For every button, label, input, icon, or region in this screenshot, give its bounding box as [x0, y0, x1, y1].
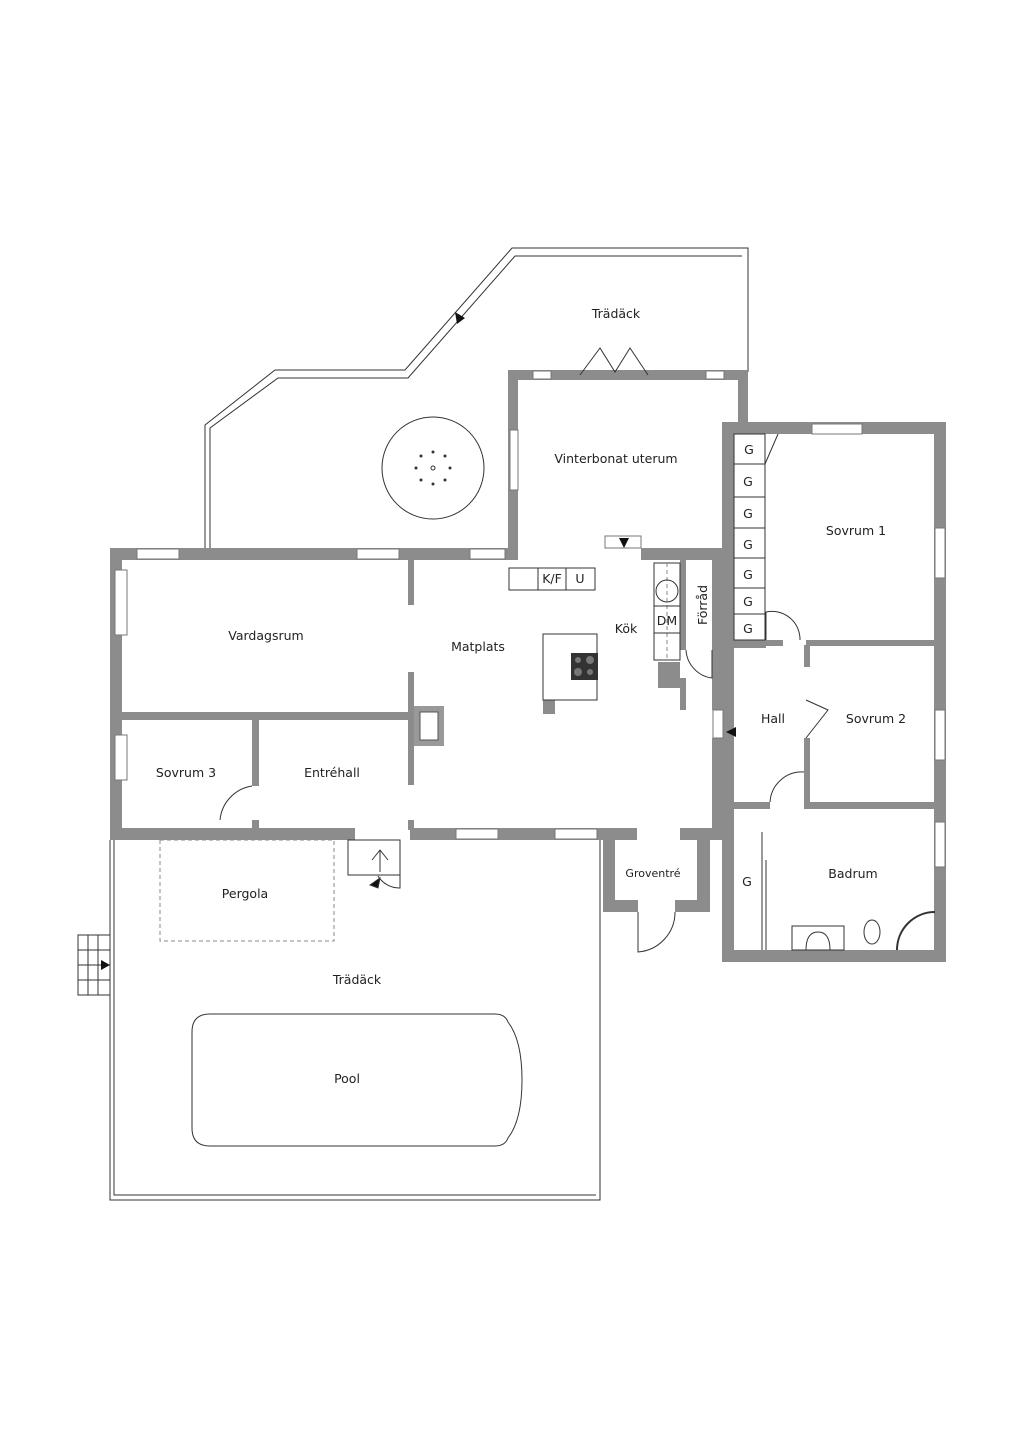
top-deck — [204, 247, 749, 548]
label-sovrum3: Sovrum 3 — [156, 765, 216, 780]
label-tradack-bottom: Trädäck — [332, 972, 382, 987]
wardrobes — [733, 433, 779, 950]
cooktop-icon — [571, 653, 598, 680]
label-wardrobe: G — [743, 506, 753, 521]
label-wardrobe: G — [743, 621, 753, 636]
label-pool: Pool — [334, 1071, 360, 1086]
label-matplats: Matplats — [451, 639, 505, 654]
windows — [114, 347, 946, 868]
doors — [219, 610, 829, 953]
washbasin-icon — [791, 925, 845, 951]
label-hall: Hall — [761, 711, 785, 726]
label-vardagsrum: Vardagsrum — [228, 628, 303, 643]
deck-steps — [77, 934, 111, 996]
room-labels: Trädäck Vinterbonat uterum Sovrum 1 Vard… — [156, 306, 906, 1086]
door-arrow-icon — [619, 538, 629, 548]
label-badrum: Badrum — [828, 866, 877, 881]
label-forrad: Förråd — [695, 585, 710, 625]
label-pergola: Pergola — [222, 886, 268, 901]
label-kf: K/F — [542, 571, 562, 586]
label-sovrum2: Sovrum 2 — [846, 711, 906, 726]
label-wardrobe: G — [744, 442, 754, 457]
hot-tub — [381, 416, 485, 520]
label-tradack-top: Trädäck — [591, 306, 641, 321]
hot-tub-jets — [414, 450, 452, 486]
toilet-icon — [863, 919, 881, 945]
label-wardrobe: G — [743, 594, 753, 609]
kitchen — [414, 562, 681, 746]
label-u: U — [575, 571, 584, 586]
label-wardrobe: G — [742, 874, 752, 889]
label-sovrum1: Sovrum 1 — [826, 523, 886, 538]
door-arrow-icon — [726, 727, 736, 737]
pool — [191, 1013, 523, 1147]
walls — [110, 370, 946, 962]
sink-icon — [655, 579, 679, 603]
label-wardrobe: G — [743, 474, 753, 489]
shower-icon — [896, 911, 936, 951]
label-wardrobe: G — [743, 537, 753, 552]
label-entrehall: Entréhall — [304, 765, 360, 780]
bathroom-fixtures — [791, 911, 936, 951]
pool-deck — [77, 839, 601, 1201]
door-arrow-icon — [455, 312, 465, 324]
label-kok: Kök — [615, 621, 638, 636]
label-dm: DM — [657, 613, 677, 628]
label-wardrobe: G — [743, 567, 753, 582]
label-groventre: Groventré — [625, 867, 680, 880]
label-uterum: Vinterbonat uterum — [554, 451, 677, 466]
